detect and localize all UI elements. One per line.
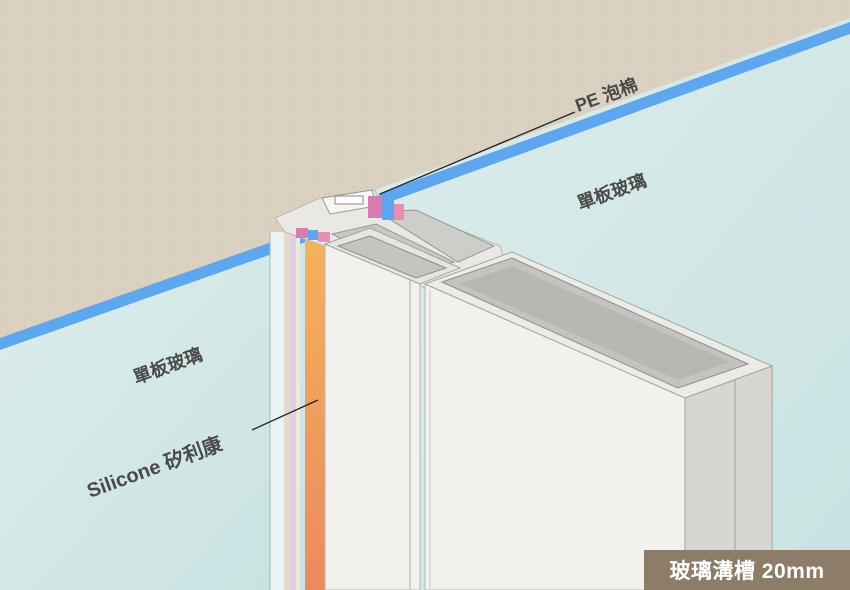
- pe-foam-leader-line: [379, 111, 576, 195]
- left-glass-edge: [0, 232, 306, 350]
- profile-front-hollow-inner: [460, 266, 730, 380]
- pe-foam-block: [382, 200, 394, 220]
- inner-layer-strip: [296, 232, 300, 590]
- pe-foam-block: [394, 204, 404, 220]
- inner-layer-strip: [284, 232, 290, 590]
- profile-slot: [334, 195, 364, 205]
- right-glass-edge: [378, 22, 850, 204]
- profile-side-face: [684, 365, 773, 590]
- pe-foam-block: [318, 232, 330, 242]
- pe-foam-block: [296, 228, 308, 238]
- silicone-leader-line: [251, 399, 319, 431]
- pe-foam-block: [308, 230, 318, 240]
- glass-thickness-strip: [270, 232, 284, 590]
- profile-middle-hollow: [336, 235, 448, 279]
- left-glass-panel: [0, 238, 305, 590]
- caption-badge: 玻璃溝槽 20mm: [644, 550, 850, 590]
- silicone-strip: [305, 232, 325, 590]
- pe-foam-block: [368, 196, 382, 218]
- profile-middle-face: [324, 243, 421, 590]
